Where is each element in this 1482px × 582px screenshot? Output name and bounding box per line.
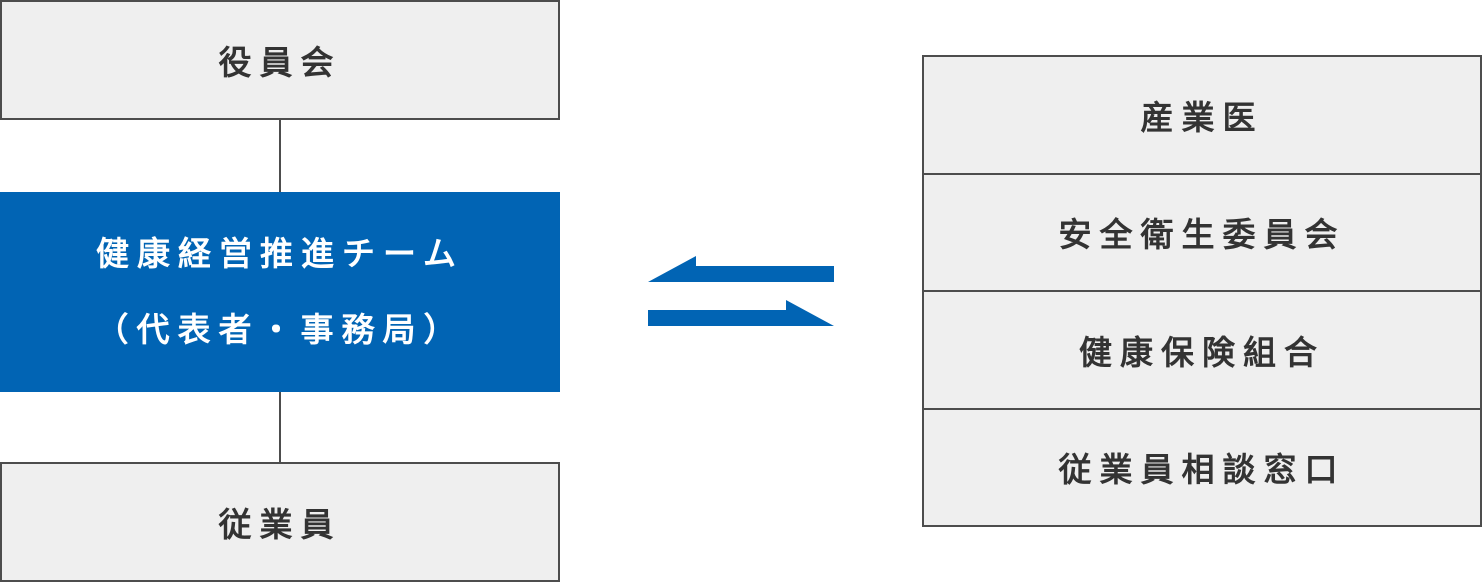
right-arrow-icon [648, 300, 834, 326]
partner-row-health-insurance-union: 健康保険組合 [924, 290, 1480, 408]
partner-label: 従業員相談窓口 [1058, 450, 1346, 490]
bidirectional-arrows-icon [648, 256, 834, 326]
left-arrow-icon [648, 256, 834, 282]
partner-label: 安全衛生委員会 [1058, 215, 1346, 255]
connector-bottom-line [279, 392, 281, 462]
partner-row-employee-consultation: 従業員相談窓口 [924, 407, 1480, 526]
board-label: 役員会 [218, 43, 342, 82]
partners-stack: 産業医 安全衛生委員会 健康保険組合 従業員相談窓口 [922, 55, 1482, 527]
promotion-team-title: 健康経営推進チーム [95, 234, 464, 273]
connector-top-line [279, 120, 281, 192]
promotion-team-subtitle: （代表者・事務局） [95, 310, 465, 349]
employees-box: 従業員 [0, 462, 560, 582]
employees-label: 従業員 [218, 505, 342, 544]
partner-label: 健康保険組合 [1079, 332, 1325, 372]
board-box: 役員会 [0, 0, 560, 120]
partner-row-occupational-physician: 産業医 [924, 57, 1480, 173]
partner-label: 産業医 [1140, 97, 1264, 137]
partner-row-safety-health-committee: 安全衛生委員会 [924, 172, 1480, 291]
promotion-team-box: 健康経営推進チーム （代表者・事務局） [0, 192, 560, 392]
